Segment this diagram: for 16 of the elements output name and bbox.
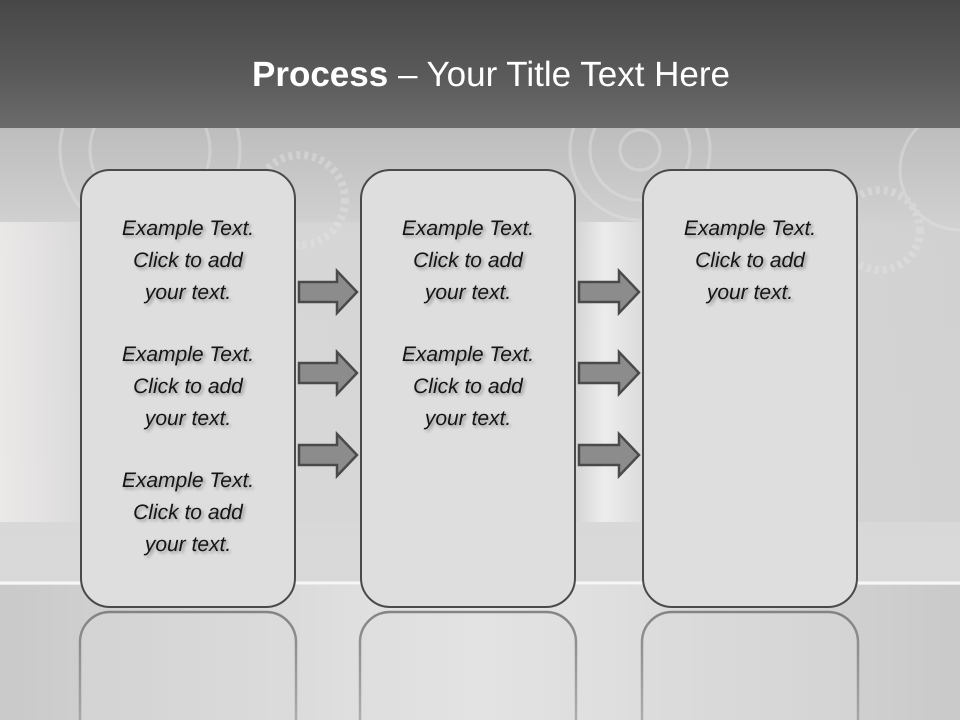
block-arrow <box>578 268 641 316</box>
process-card <box>80 169 296 608</box>
card-text: Example Text. Click to add your text. <box>400 216 536 306</box>
card-text: Example Text. Click to add your text. <box>682 216 818 306</box>
slide-title: Process – Your Title Text Here <box>252 54 730 96</box>
card-text: Example Text. Click to add your text. <box>120 468 256 558</box>
block-arrow <box>298 348 359 398</box>
block-arrow <box>298 268 359 316</box>
block-arrow <box>578 348 641 398</box>
block-arrow <box>578 430 641 480</box>
card-text: Example Text. Click to add your text. <box>120 216 256 306</box>
process-card <box>642 169 858 608</box>
process-card <box>360 169 576 608</box>
card-text: Example Text. Click to add your text. <box>120 342 256 432</box>
card-text: Example Text. Click to add your text. <box>400 342 536 432</box>
block-arrow <box>298 430 359 480</box>
